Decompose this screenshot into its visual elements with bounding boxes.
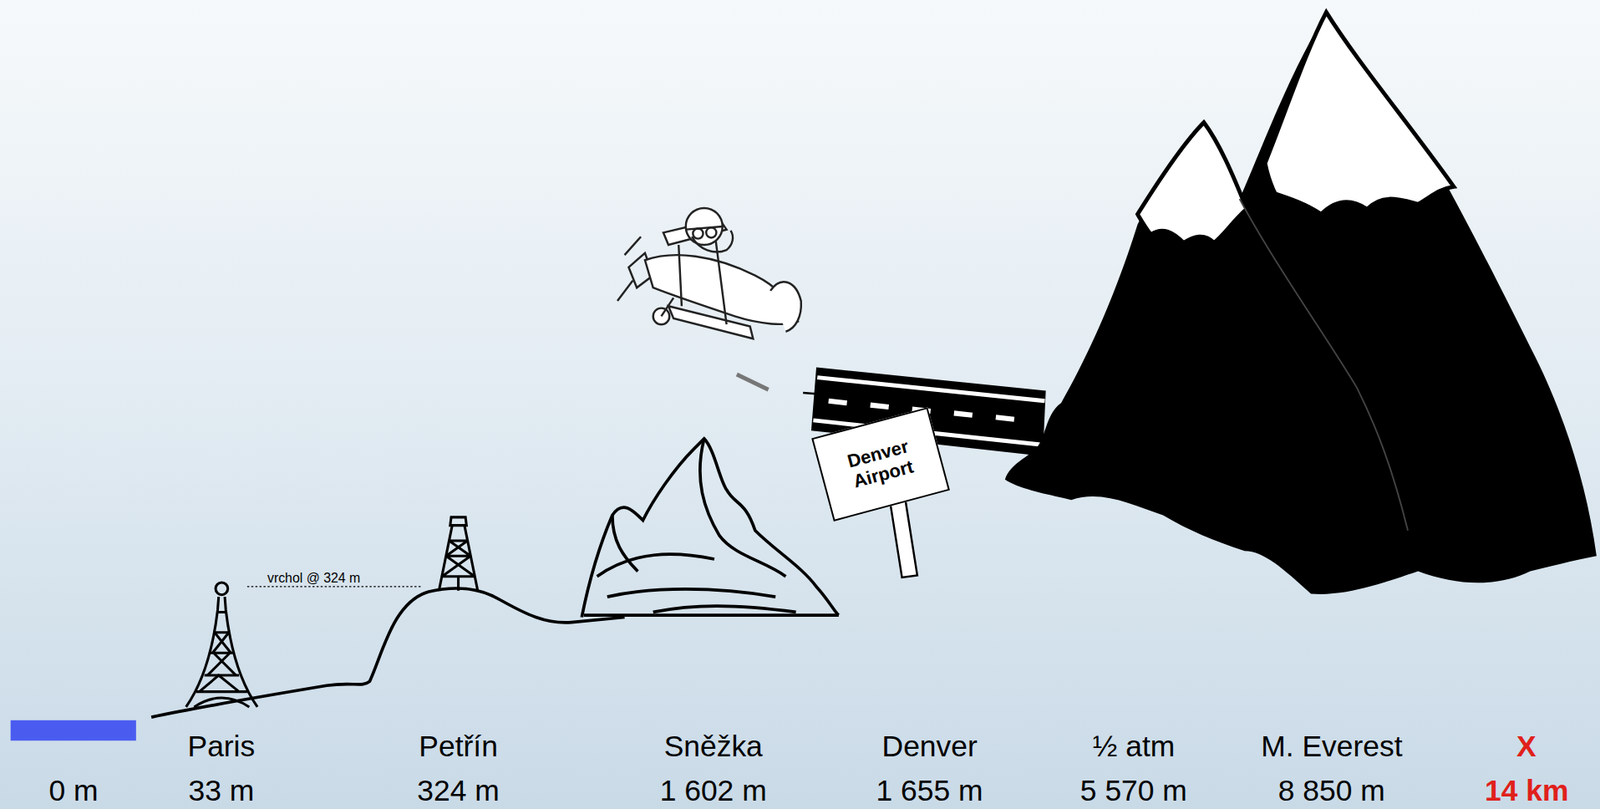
altitude-label: 1 655 m bbox=[876, 774, 984, 808]
goggles bbox=[706, 227, 717, 238]
altitude-label: M. Everest bbox=[1260, 730, 1402, 763]
altitude-label: 0 m bbox=[48, 774, 98, 808]
biplane bbox=[617, 208, 802, 339]
tower-bars bbox=[196, 611, 248, 691]
motion-dash bbox=[736, 374, 769, 390]
everest-range bbox=[1005, 12, 1597, 595]
mountain-mass bbox=[1005, 12, 1597, 595]
sign-post bbox=[889, 497, 918, 578]
runway-tick bbox=[802, 392, 817, 394]
tower-arch bbox=[193, 697, 249, 707]
petrin-tower bbox=[438, 517, 478, 591]
annotation-label: vrchol @ 324 m bbox=[267, 570, 361, 585]
leader-line bbox=[247, 585, 422, 587]
altitude-label: ½ atm bbox=[1092, 730, 1175, 763]
snow-cap bbox=[1264, 12, 1454, 215]
tower-antenna bbox=[215, 582, 229, 595]
mountain-outline bbox=[581, 438, 839, 618]
wings bbox=[663, 218, 753, 339]
mountain-base bbox=[584, 613, 839, 617]
ground-profile bbox=[151, 588, 625, 717]
landing-gear bbox=[660, 297, 674, 316]
snezka-mountain bbox=[581, 438, 839, 618]
altitude-label: 5 570 m bbox=[1080, 774, 1188, 808]
mountain-contour bbox=[597, 438, 797, 613]
altitude-label: 8 850 m bbox=[1278, 774, 1386, 808]
altitude-target-label: 14 km bbox=[1484, 774, 1569, 808]
goggles bbox=[692, 228, 703, 239]
snow-cap bbox=[1137, 121, 1248, 243]
tower-lattice bbox=[441, 540, 475, 591]
altitude-label: Petřín bbox=[418, 730, 498, 763]
altitude-label: 324 m bbox=[416, 774, 499, 808]
altitude-label: Paris bbox=[187, 730, 256, 763]
tower-frame bbox=[438, 517, 478, 591]
eiffel-tower bbox=[186, 582, 258, 707]
sign-text: Denver Airport bbox=[818, 428, 943, 500]
tail bbox=[770, 281, 802, 331]
altitude-label: Sněžka bbox=[664, 730, 763, 763]
altitude-target-label: X bbox=[1516, 730, 1537, 763]
tower-lattice bbox=[199, 632, 240, 692]
altitude-label: 1 602 m bbox=[660, 774, 767, 808]
ridge-line bbox=[1239, 198, 1408, 531]
altitude-label: 33 m bbox=[188, 774, 255, 808]
pilot-face bbox=[685, 226, 733, 252]
altitude-label: Denver bbox=[882, 730, 978, 763]
sea-level-bar bbox=[10, 720, 137, 741]
